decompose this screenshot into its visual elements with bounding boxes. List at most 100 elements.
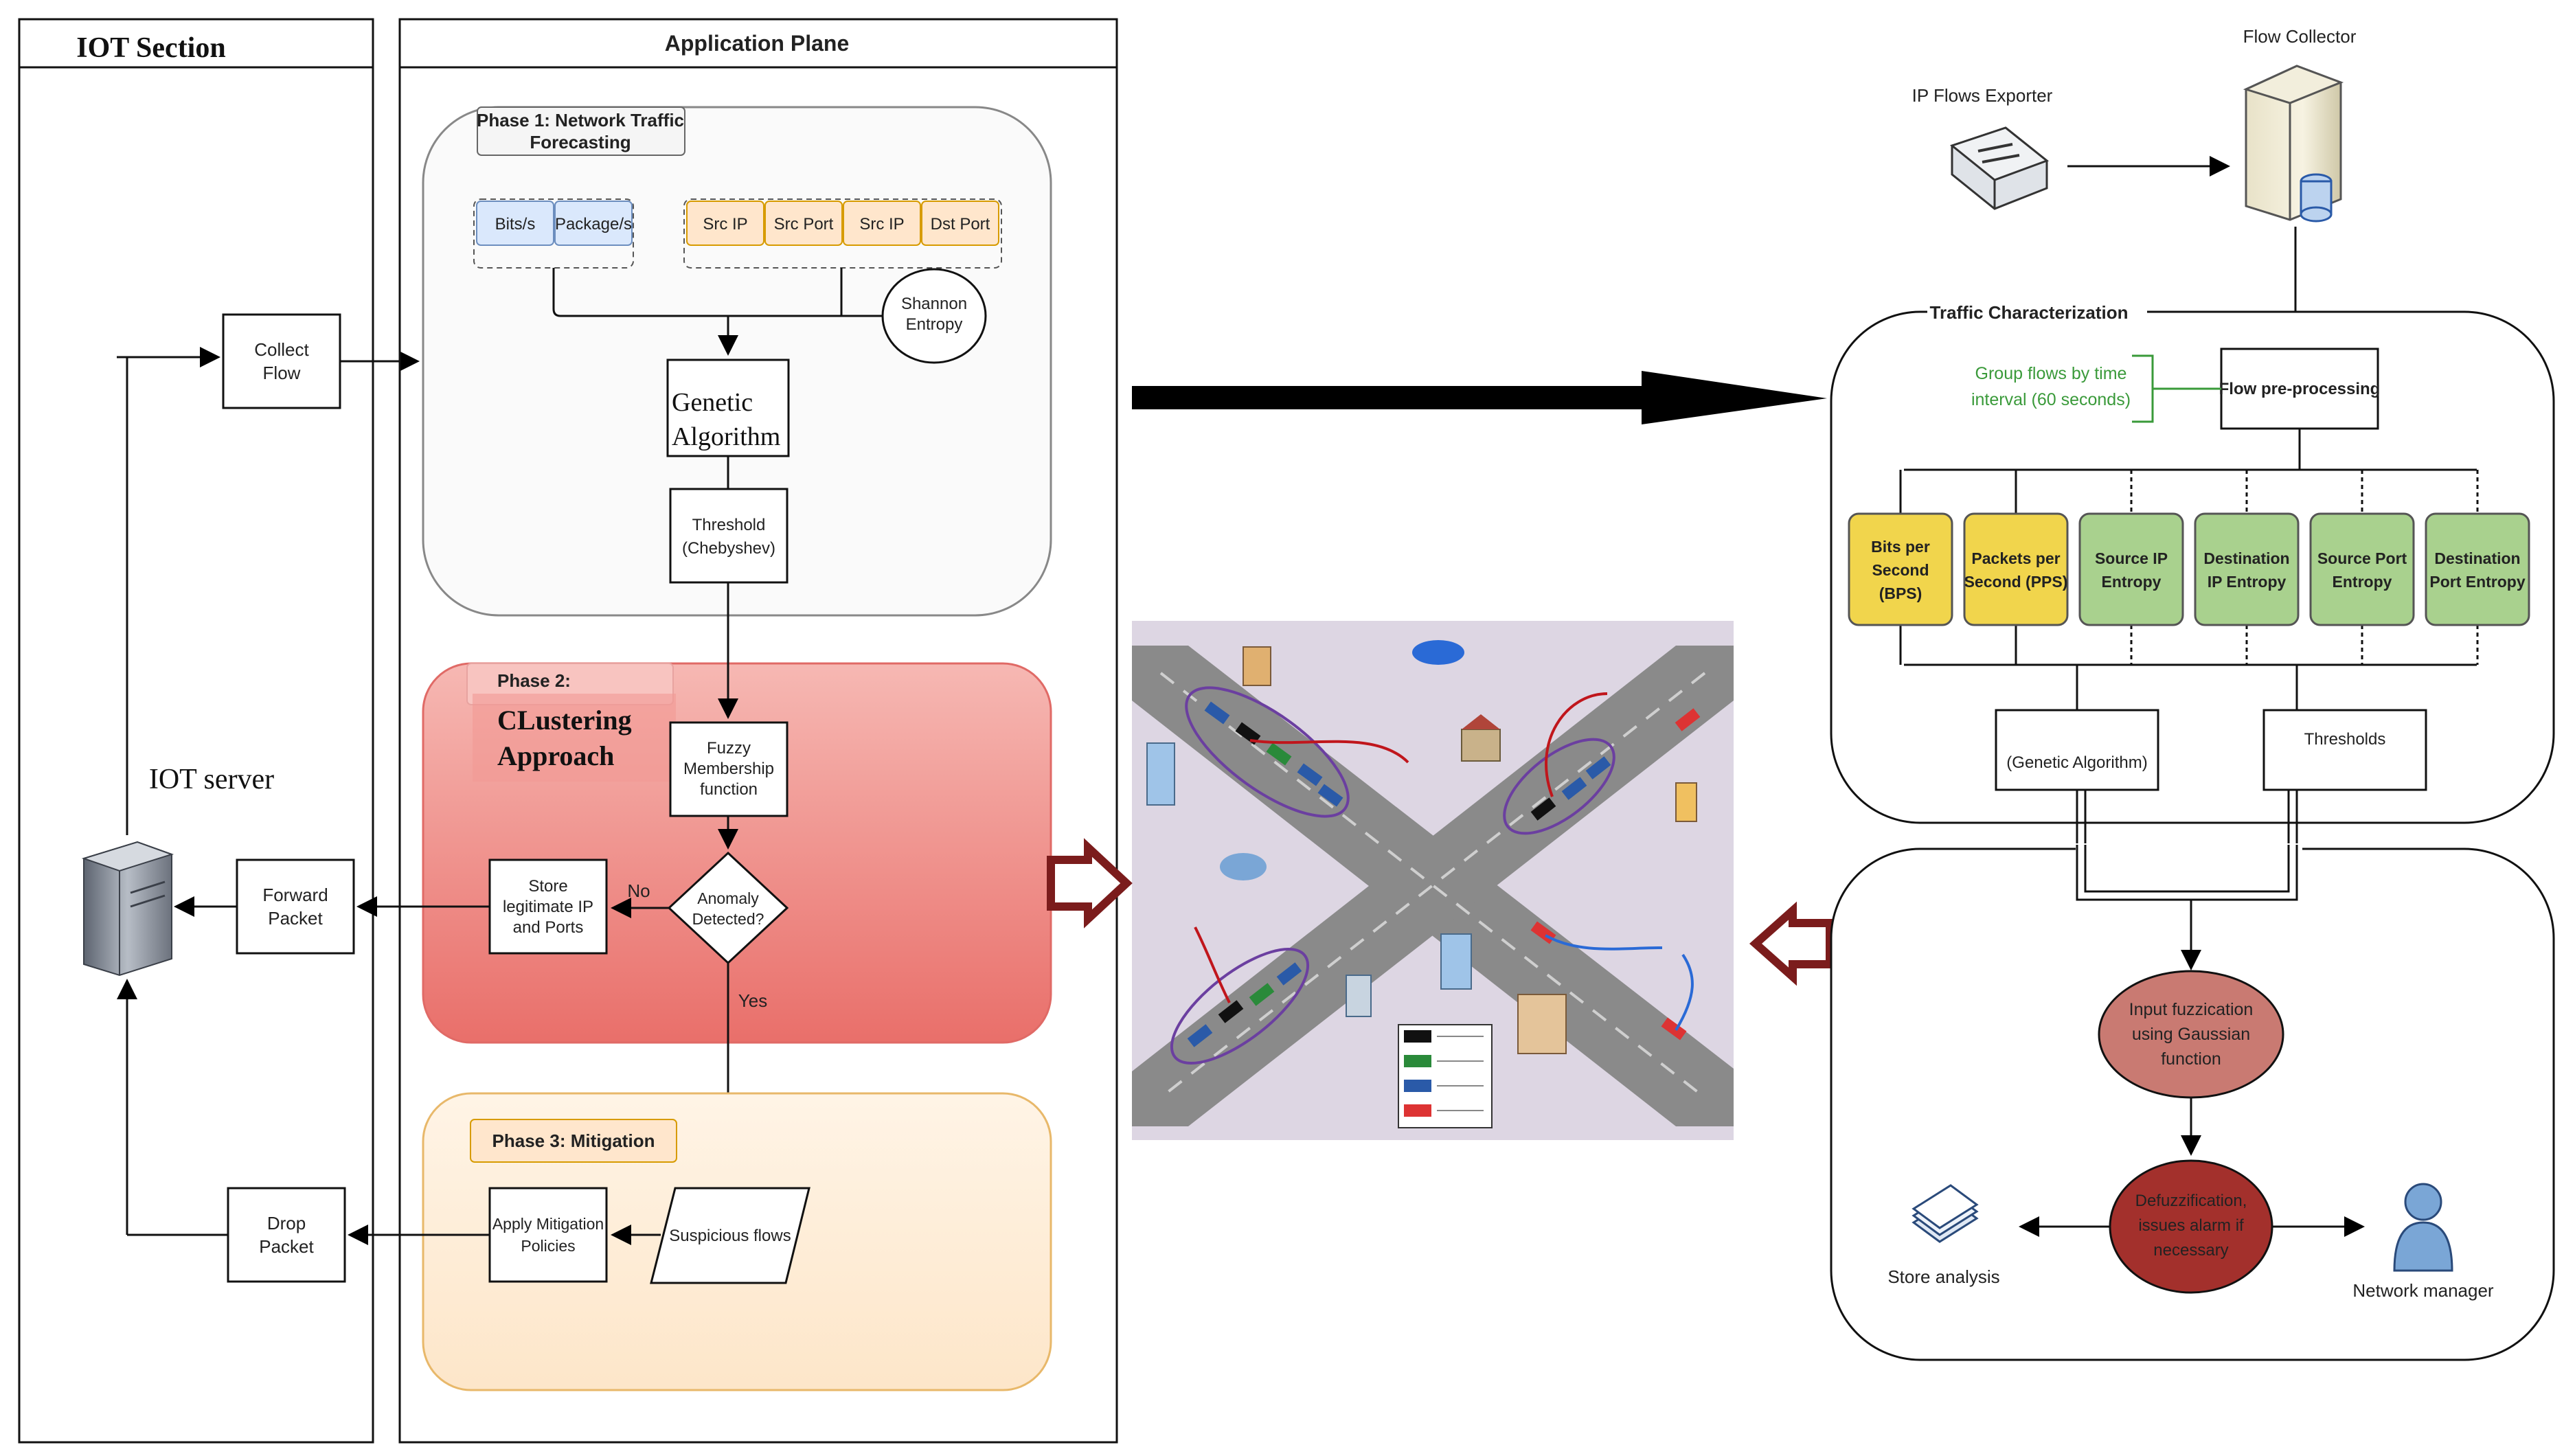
collect-flow-label-1: Collect — [254, 339, 309, 360]
feature-box-label-1-0: Packets per — [1971, 549, 2060, 567]
flow-preprocessing-box — [2220, 348, 2379, 430]
feature-dstport-label: Dst Port — [931, 215, 990, 234]
suspicious-label: Suspicious flows — [669, 1227, 791, 1245]
feature-packages-label: Package/s — [555, 215, 632, 234]
application-plane: Application Plane Phase 1: Network Traff… — [348, 18, 1118, 1444]
genetic-label-1: Genetic — [672, 388, 753, 417]
store-label-2: legitimate IP — [503, 898, 593, 916]
thresholds-box — [2262, 709, 2427, 791]
flow-preprocessing-label: Flow pre-processing — [2219, 380, 2381, 398]
feature-bits-box — [476, 201, 554, 246]
defuzz-label-1: Defuzzification, — [2135, 1192, 2247, 1210]
forward-packet-label-2: Packet — [268, 908, 323, 929]
input-fuzz-label-1: Input fuzzication — [2129, 1000, 2254, 1019]
feature-srcip-box — [686, 201, 764, 246]
network-manager-icon — [2393, 1183, 2453, 1272]
phase2-subtitle-2: Approach — [497, 740, 614, 771]
feature-packages-box — [554, 201, 633, 246]
feature-box-3 — [2194, 512, 2300, 626]
feature-box-label-4-0: Source Port — [2317, 549, 2407, 567]
phase2-subtitle-1: CLustering — [497, 705, 632, 736]
phase1-title-2: Forecasting — [530, 132, 631, 152]
iot-server-label: IOT server — [149, 764, 274, 795]
suspicious-flows-box — [650, 1187, 810, 1284]
drop-packet-box — [227, 1187, 346, 1283]
apply-label-1: Apply Mitigation — [492, 1215, 604, 1233]
feature-box-5 — [2425, 512, 2530, 626]
feature-srcport-box — [764, 201, 843, 246]
threshold-label-1: Threshold — [692, 516, 766, 534]
feature-box-label-5-1: Port Entropy — [2429, 573, 2525, 591]
feature-dstport-box — [921, 201, 999, 246]
no-label: No — [627, 880, 650, 901]
right-panel: IP Flows Exporter Flow Collector Traffic… — [1830, 26, 2555, 1361]
phase2-title: Phase 2: — [497, 670, 571, 691]
scene-legend — [1398, 1024, 1493, 1128]
feature-box-label-5-0: Destination — [2434, 549, 2520, 567]
feature-box-label-0-2: (BPS) — [1879, 584, 1922, 602]
input-fuzz-label-3: function — [2161, 1049, 2221, 1069]
iot-section: IOT Section Collect Flow IOT server Forw… — [18, 18, 420, 1444]
collect-flow-label-2: Flow — [263, 363, 301, 383]
feature-srcport-label: Src Port — [774, 215, 834, 234]
threshold-box — [669, 488, 789, 584]
store-legitimate-box — [488, 858, 608, 955]
traffic-characterization-container — [1830, 310, 2555, 824]
threshold-label-2: (Chebyshev) — [682, 539, 775, 558]
iot-section-title: IOT Section — [76, 32, 225, 64]
store-label-1: Store — [528, 877, 567, 896]
feature-bits-label: Bits/s — [495, 215, 536, 234]
feature-box-2 — [2078, 512, 2184, 626]
apply-mitigation-box — [488, 1187, 608, 1283]
drop-packet-label-1: Drop — [267, 1213, 306, 1233]
store-analysis-icon — [1912, 1184, 1979, 1243]
drop-packet-label-2: Packet — [259, 1236, 314, 1257]
fuzzy-label-2: Membership — [683, 760, 774, 778]
iot-server-icon — [81, 841, 174, 977]
feature-box-1 — [1963, 512, 2069, 626]
genetic-algorithm-box — [666, 359, 790, 457]
feature-box-4 — [2309, 512, 2415, 626]
feature-box-label-0-0: Bits per — [1871, 538, 1930, 556]
feature-box-label-2-1: Entropy — [2102, 573, 2162, 591]
yes-label: Yes — [738, 990, 767, 1011]
genetic-algorithm-right-label: (Genetic Algorithm) — [2006, 753, 2147, 772]
anomaly-label-2: Detected? — [692, 910, 764, 928]
traffic-characterization-label: Traffic Characterization — [1930, 302, 2129, 323]
feature-srcip-label: Src IP — [703, 215, 747, 234]
genetic-algorithm-right-box — [1995, 709, 2159, 791]
feature-box-label-4-1: Entropy — [2333, 573, 2392, 591]
phase1-title-1: Phase 1: Network Traffic — [477, 110, 684, 130]
phase3-title: Phase 3: Mitigation — [492, 1130, 655, 1151]
hollow-arrow-right — [1047, 838, 1133, 929]
flow-collector-icon — [2243, 65, 2344, 223]
feature-box-label-1-1: Second (PPS) — [1964, 573, 2068, 591]
input-fuzz-label-2: using Gaussian — [2132, 1025, 2250, 1044]
feature-box-label-0-1: Second — [1872, 561, 1929, 579]
defuzz-label-3: necessary — [2153, 1241, 2228, 1260]
feature-box-label-3-1: IP Entropy — [2208, 573, 2287, 591]
store-label-3: and Ports — [513, 918, 584, 937]
collect-flow-box — [222, 313, 341, 409]
feature-box-label-3-0: Destination — [2203, 549, 2289, 567]
vehicle-group — [1187, 701, 1701, 1047]
defuzz-label-2: issues alarm if — [2138, 1216, 2244, 1235]
feature-srcip2-box — [843, 201, 921, 246]
big-flow-arrow — [1132, 371, 1827, 424]
store-analysis-label: Store analysis — [1887, 1266, 1999, 1287]
group-flows-label-2: interval (60 seconds) — [1971, 390, 2131, 409]
road-intersection-illustration — [1132, 621, 1734, 1140]
fuzzy-label-3: function — [700, 780, 758, 799]
anomaly-label-1: Anomaly — [697, 889, 759, 907]
router-icon — [1949, 126, 2050, 210]
application-plane-title: Application Plane — [665, 31, 849, 56]
feature-box-label-2-0: Source IP — [2095, 549, 2168, 567]
flow-collector-label: Flow Collector — [2243, 26, 2357, 47]
fuzzy-membership-box — [669, 721, 789, 817]
thresholds-label: Thresholds — [2304, 730, 2386, 749]
genetic-label-2: Algorithm — [672, 422, 780, 451]
network-manager-label: Network manager — [2352, 1280, 2494, 1301]
